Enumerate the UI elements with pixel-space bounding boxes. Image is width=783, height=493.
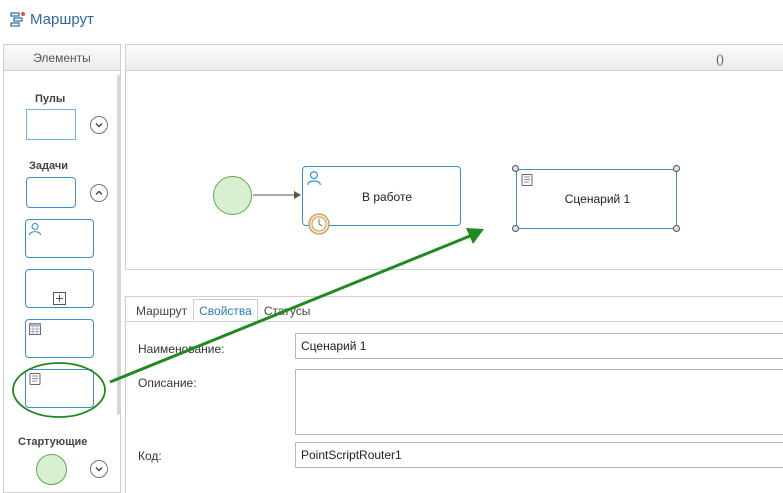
description-label: Описание:: [138, 376, 197, 390]
title-bar: Маршрут: [0, 0, 783, 40]
diagram-canvas[interactable]: () В работе Сценарий 1: [125, 44, 783, 270]
resize-handle-bottom-right[interactable]: [673, 225, 680, 232]
code-field[interactable]: PointScriptRouter1: [295, 442, 783, 468]
name-field[interactable]: Сценарий 1: [295, 333, 783, 359]
resize-handle-top-right[interactable]: [673, 165, 680, 172]
user-icon: [28, 222, 42, 236]
palette-scrollbar[interactable]: [117, 75, 121, 415]
script-icon: [521, 174, 533, 186]
tab-statuses[interactable]: Статусы: [263, 304, 311, 318]
route-icon: [10, 12, 25, 27]
name-label: Наименование:: [138, 342, 225, 356]
user-task-shape[interactable]: [25, 219, 94, 258]
properties-tabs: Маршрут Свойства Статусы: [130, 299, 316, 321]
start-expand-toggle[interactable]: [90, 460, 108, 478]
tab-properties[interactable]: Свойства: [193, 299, 258, 321]
tabs-divider: [126, 321, 783, 322]
resize-handle-bottom-left[interactable]: [512, 225, 519, 232]
palette-header: Элементы: [4, 45, 120, 71]
script-icon: [29, 373, 41, 385]
pool-shape[interactable]: [26, 109, 76, 140]
pools-expand-toggle[interactable]: [90, 116, 108, 134]
task-label-in-work: В работе: [361, 190, 412, 204]
description-field[interactable]: [295, 369, 783, 435]
window-title: Маршрут: [30, 11, 94, 28]
chevron-up-icon: [95, 190, 103, 195]
elements-palette: Элементы Пулы Задачи Стартующ: [3, 44, 121, 493]
sequence-flow-connector[interactable]: [252, 188, 302, 202]
task-node-in-work[interactable]: В работе: [302, 166, 461, 235]
properties-panel: Маршрут Свойства Статусы Наименование: С…: [125, 296, 783, 493]
start-event-node[interactable]: [213, 176, 252, 215]
section-start-label: Стартующие: [18, 436, 88, 448]
chevron-down-icon: [95, 467, 103, 472]
resize-handle-top-left[interactable]: [512, 165, 519, 172]
task-label-script-1: Сценарий 1: [564, 192, 631, 206]
timer-icon: [308, 213, 330, 235]
code-label: Код:: [138, 449, 162, 463]
table-task-shape[interactable]: [25, 319, 94, 358]
subprocess-shape[interactable]: [25, 269, 94, 308]
script-task-shape[interactable]: [25, 369, 94, 408]
section-tasks-label: Задачи: [29, 160, 68, 172]
section-pools-label: Пулы: [35, 93, 66, 105]
tab-route[interactable]: Маршрут: [136, 304, 188, 318]
tasks-collapse-toggle[interactable]: [90, 184, 108, 202]
table-icon: [29, 323, 41, 335]
chevron-down-icon: [95, 123, 103, 128]
start-event-shape[interactable]: [36, 454, 67, 485]
task-shape[interactable]: [26, 177, 76, 208]
canvas-header: (): [126, 45, 783, 71]
user-icon: [307, 171, 321, 186]
canvas-header-title: (): [716, 52, 724, 66]
task-node-script-1[interactable]: Сценарий 1: [516, 169, 677, 229]
plus-square-icon: [53, 292, 66, 305]
